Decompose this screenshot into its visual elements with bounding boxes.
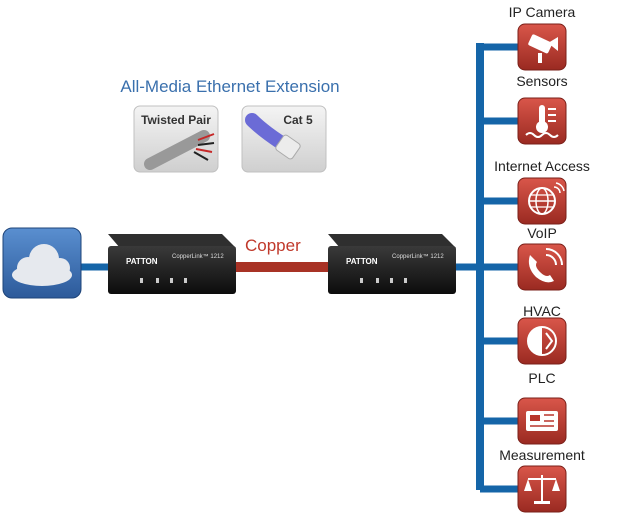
endpoint-label: IP Camera [508, 4, 576, 20]
copperlink-device-left: PATTON CopperLink™ 1212 [108, 234, 236, 294]
sensor-icon [525, 105, 559, 138]
endpoint-label: Sensors [516, 73, 568, 89]
cloud-tile [2, 227, 82, 299]
endpoint-tiles [517, 23, 567, 513]
device-brand: PATTON [346, 257, 378, 266]
endpoint-label: HVAC [523, 303, 561, 319]
connection-lines [80, 43, 522, 493]
endpoint-tile [517, 317, 567, 365]
phone-icon [528, 248, 563, 283]
endpoint-label: PLC [528, 370, 556, 386]
endpoint-tile [517, 97, 567, 145]
device-brand: PATTON [126, 257, 158, 266]
globe-icon [528, 182, 565, 215]
endpoint-label: Internet Access [494, 158, 590, 174]
copperlink-device-right: PATTON CopperLink™ 1212 [328, 234, 456, 294]
copper-link-label: Copper [245, 236, 301, 255]
bus-branches [480, 43, 522, 493]
endpoint-tile [517, 23, 567, 71]
endpoint-tile [517, 465, 567, 513]
device-model: CopperLink™ 1212 [172, 253, 224, 260]
cloud-icon [12, 244, 72, 286]
endpoint-tile [517, 243, 567, 291]
cat5-label: Cat 5 [283, 113, 313, 127]
cat5-cable-icon [245, 113, 301, 160]
twisted-pair-tile: Twisted Pair [133, 105, 219, 173]
twisted-pair-cable-icon [144, 130, 215, 170]
endpoint-tile [517, 397, 567, 445]
device-model: CopperLink™ 1212 [392, 253, 444, 260]
device-leds [140, 278, 187, 283]
device-leds [360, 278, 407, 283]
hvac-icon [527, 326, 557, 356]
plc-icon [526, 411, 558, 431]
cat5-tile: Cat 5 [241, 105, 327, 173]
endpoint-tile [517, 177, 567, 225]
diagram-title: All-Media Ethernet Extension [120, 77, 340, 96]
endpoint-label: VoIP [527, 225, 557, 241]
endpoint-label: Measurement [499, 447, 585, 463]
twisted-pair-label: Twisted Pair [141, 113, 211, 127]
ip-camera-icon [528, 34, 558, 63]
